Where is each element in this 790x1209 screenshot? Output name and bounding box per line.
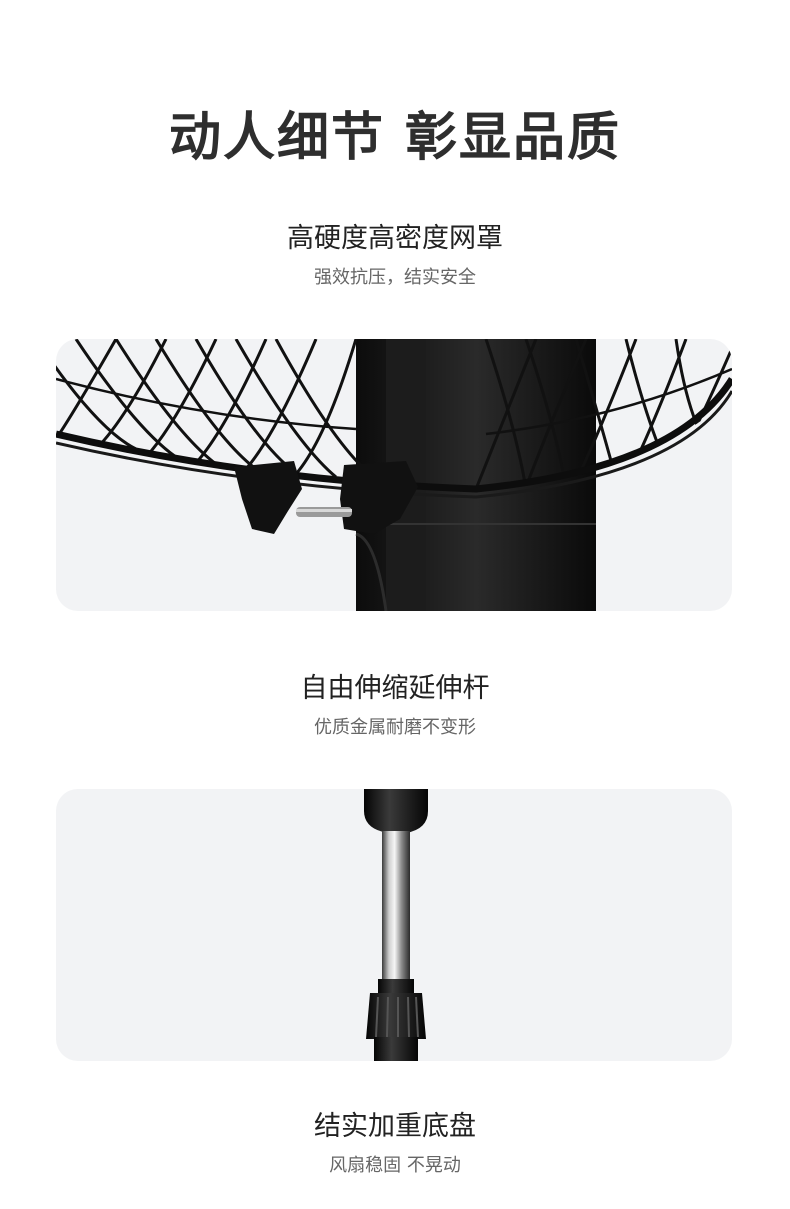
fan-guard-image [56, 339, 732, 611]
pole-card [56, 789, 732, 1061]
section-subtitle-guard: 强效抗压，结实安全 [314, 267, 476, 288]
telescopic-pole-image [364, 789, 428, 1061]
section-title-guard: 高硬度高密度网罩 [287, 223, 503, 254]
section-subtitle-base: 风扇稳固 不晃动 [329, 1155, 461, 1176]
section-subtitle-pole: 优质金属耐磨不变形 [314, 717, 476, 738]
section-title-pole: 自由伸缩延伸杆 [300, 673, 490, 704]
section-title-base: 结实加重底盘 [314, 1111, 476, 1142]
fan-guard-card [56, 339, 732, 611]
page-title: 动人细节 彰显品质 [168, 108, 622, 168]
